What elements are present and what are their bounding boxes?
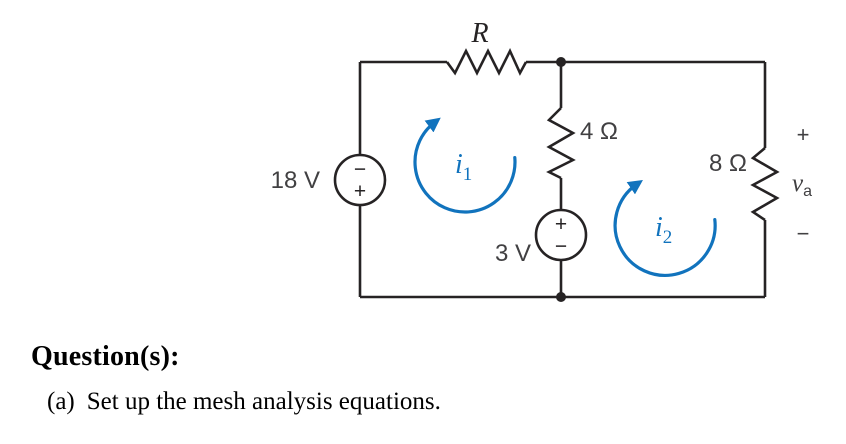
source-3v-label: 3 V: [495, 240, 531, 267]
question-item-a-label: (a): [47, 388, 75, 415]
mesh2-label: i2: [655, 212, 672, 248]
source-3v-circle: [534, 208, 588, 262]
resistor-8ohm-zigzag: [750, 147, 780, 222]
source-18v-bottom-sign: +: [354, 180, 366, 203]
mesh2-subscript: 2: [663, 227, 673, 248]
mesh1-subscript: 1: [463, 164, 473, 185]
question-section: Question(s): (a) Set up the mesh analysis…: [31, 341, 441, 416]
source-3v-top-sign: +: [555, 213, 567, 236]
node-top-junction: [556, 57, 566, 67]
va-label: va: [792, 170, 812, 200]
node-bottom-junction: [556, 292, 566, 302]
question-heading: Question(s):: [31, 341, 180, 372]
source-18v-top-sign: −: [354, 158, 366, 181]
va-plus-sign: +: [797, 122, 810, 147]
va-minus-sign: −: [797, 221, 810, 246]
resistor-R-label: R: [470, 18, 488, 49]
mesh2-current-arrow: [613, 179, 717, 277]
resistor-4ohm-label: 4 Ω: [580, 118, 618, 145]
circuit-diagram: − + + − R 18 V 3 V 4 Ω 8 Ω + va − i1 i2: [271, 18, 812, 302]
resistor-R-zigzag: [445, 47, 528, 76]
source-18v-circle: [333, 153, 387, 207]
question-item-a: (a) Set up the mesh analysis equations.: [47, 388, 441, 416]
source-3v-bottom-sign: −: [555, 235, 567, 258]
resistor-8ohm-label: 8 Ω: [709, 150, 747, 177]
mesh1-label: i1: [455, 149, 472, 185]
resistor-4ohm-zigzag: [546, 107, 576, 180]
source-18v-label: 18 V: [271, 167, 320, 194]
question-item-a-text: Set up the mesh analysis equations.: [86, 388, 441, 415]
mesh1-current-arrow: [413, 117, 517, 214]
va-subscript: a: [803, 183, 812, 200]
